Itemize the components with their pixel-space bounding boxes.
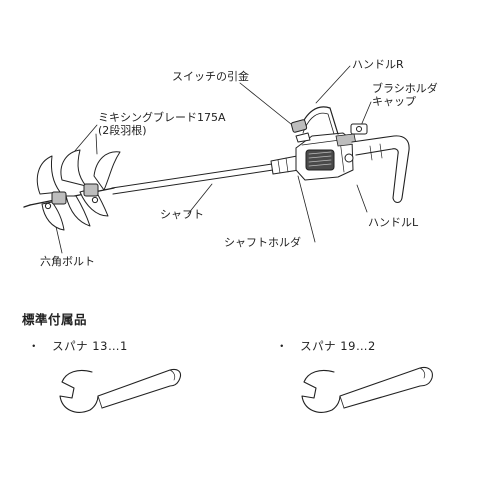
leader-lines <box>51 65 372 254</box>
leader-handle-l <box>356 184 368 213</box>
wrench-icon <box>301 366 433 413</box>
label-handle-l: ハンドルL <box>368 216 419 229</box>
accessory-item-2: ・ スパナ 19…2 <box>276 340 376 353</box>
label-hex-bolt: 六角ボルト <box>40 255 95 268</box>
bullet: ・ <box>28 339 40 353</box>
accessory-label: スパナ 19…2 <box>300 339 376 353</box>
handle-r <box>290 106 339 143</box>
handle-l <box>351 135 410 204</box>
label-shaft-holder: シャフトホルダ <box>224 236 301 249</box>
label-handle-r: ハンドルR <box>352 58 404 71</box>
brush-holder-cap <box>350 123 368 135</box>
accessory-label: スパナ 13…1 <box>52 339 128 353</box>
label-shaft: シャフト <box>160 208 204 221</box>
mixer-drill-illustration <box>23 106 410 231</box>
shaft <box>111 163 274 195</box>
switch-trigger <box>295 132 311 143</box>
label-brush-holder-cap-line1: ブラシホルダ <box>372 82 438 95</box>
mixing-blade <box>23 149 121 231</box>
accessory-item-1: ・ スパナ 13…1 <box>28 340 128 353</box>
leader-blade-2 <box>95 133 98 155</box>
hex-bolt-2 <box>91 196 99 204</box>
label-switch-trigger: スイッチの引金 <box>172 70 249 83</box>
leader-blade-1 <box>73 124 98 153</box>
bullet: ・ <box>276 339 288 353</box>
wrench-icon <box>59 368 182 413</box>
gear-housing <box>295 132 357 181</box>
accessories-title: 標準付属品 <box>22 312 88 327</box>
hex-bolt-1 <box>44 202 52 210</box>
leader-shaft-holder <box>297 175 316 243</box>
label-mixing-blade-line2: (2段羽根) <box>98 124 147 137</box>
label-mixing-blade-line1: ミキシングブレード175A <box>98 111 226 124</box>
label-brush-holder-cap-line2: キャップ <box>372 95 416 108</box>
leader-handle-r <box>315 65 351 104</box>
shaft-holder <box>270 155 300 175</box>
leader-switch-trigger <box>239 82 297 129</box>
leader-shaft <box>187 183 213 215</box>
